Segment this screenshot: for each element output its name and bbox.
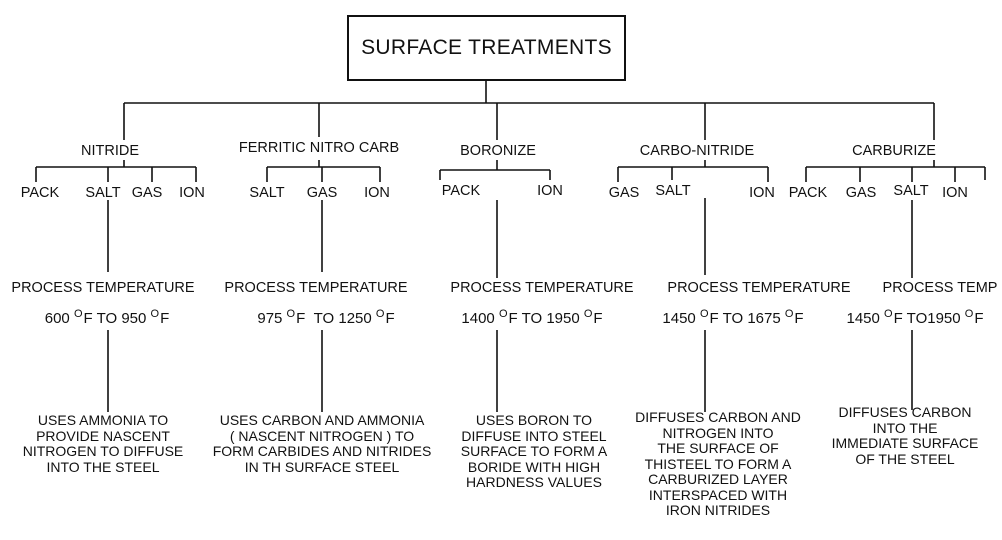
process-temperature-label: PROCESS TEMPERATURE [667, 280, 851, 296]
method-label: GAS [306, 185, 338, 201]
diagram-title: SURFACE TREATMENTS [347, 15, 626, 81]
process-temperature-label: PROCESS TEMPERATURE [224, 280, 408, 296]
description-ferritic: USES CARBON AND AMMONIA ( NASCENT NITROG… [212, 412, 432, 475]
method-label: ION [749, 185, 775, 201]
treatment-name-nitride: NITRIDE [81, 143, 139, 159]
temperature-range: 975 OF TO 1250 OF [257, 308, 395, 327]
method-label: GAS [845, 185, 877, 201]
description-nitride: USES AMMONIA TO PROVIDE NASCENT NITROGEN… [22, 412, 184, 475]
method-label: SALT [85, 185, 121, 201]
temperature-range: 1450 OF TO 1675 OF [662, 308, 804, 327]
method-label: ION [364, 185, 390, 201]
method-label: ION [537, 183, 563, 199]
method-label: ION [179, 185, 205, 201]
temperature-range: 1450 OF TO1950 OF [846, 308, 984, 327]
treatment-name-carburize: CARBURIZE [852, 143, 936, 159]
process-temperature-label: PROCESS TEMPERATURE [11, 280, 195, 296]
method-label: ION [942, 185, 968, 201]
description-carburize: DIFFUSES CARBON INTO THE IMMEDIATE SURFA… [831, 404, 979, 467]
method-label: GAS [608, 185, 640, 201]
method-label: PACK [441, 183, 481, 199]
description-carbonitride: DIFFUSES CARBON AND NITROGEN INTO THE SU… [635, 409, 801, 518]
method-label: SALT [249, 185, 285, 201]
method-label: SALT [893, 183, 929, 199]
process-temperature-label: PROCESS TEMPERATURE [450, 280, 634, 296]
treatment-name-carbonitride: CARBO-NITRIDE [639, 143, 755, 159]
description-boronize: USES BORON TO DIFFUSE INTO STEEL SURFACE… [460, 412, 608, 490]
method-label: PACK [788, 185, 828, 201]
method-label: PACK [20, 185, 60, 201]
process-temperature-label: PROCESS TEMP [882, 280, 998, 296]
method-label: SALT [655, 183, 691, 199]
treatment-name-boronize: BORONIZE [460, 143, 536, 159]
method-label: GAS [131, 185, 163, 201]
treatment-name-ferritic: FERRITIC NITRO CARB [238, 140, 400, 156]
temperature-range: 1400 OF TO 1950 OF [461, 308, 603, 327]
temperature-range: 600 OF TO 950 OF [44, 308, 170, 327]
